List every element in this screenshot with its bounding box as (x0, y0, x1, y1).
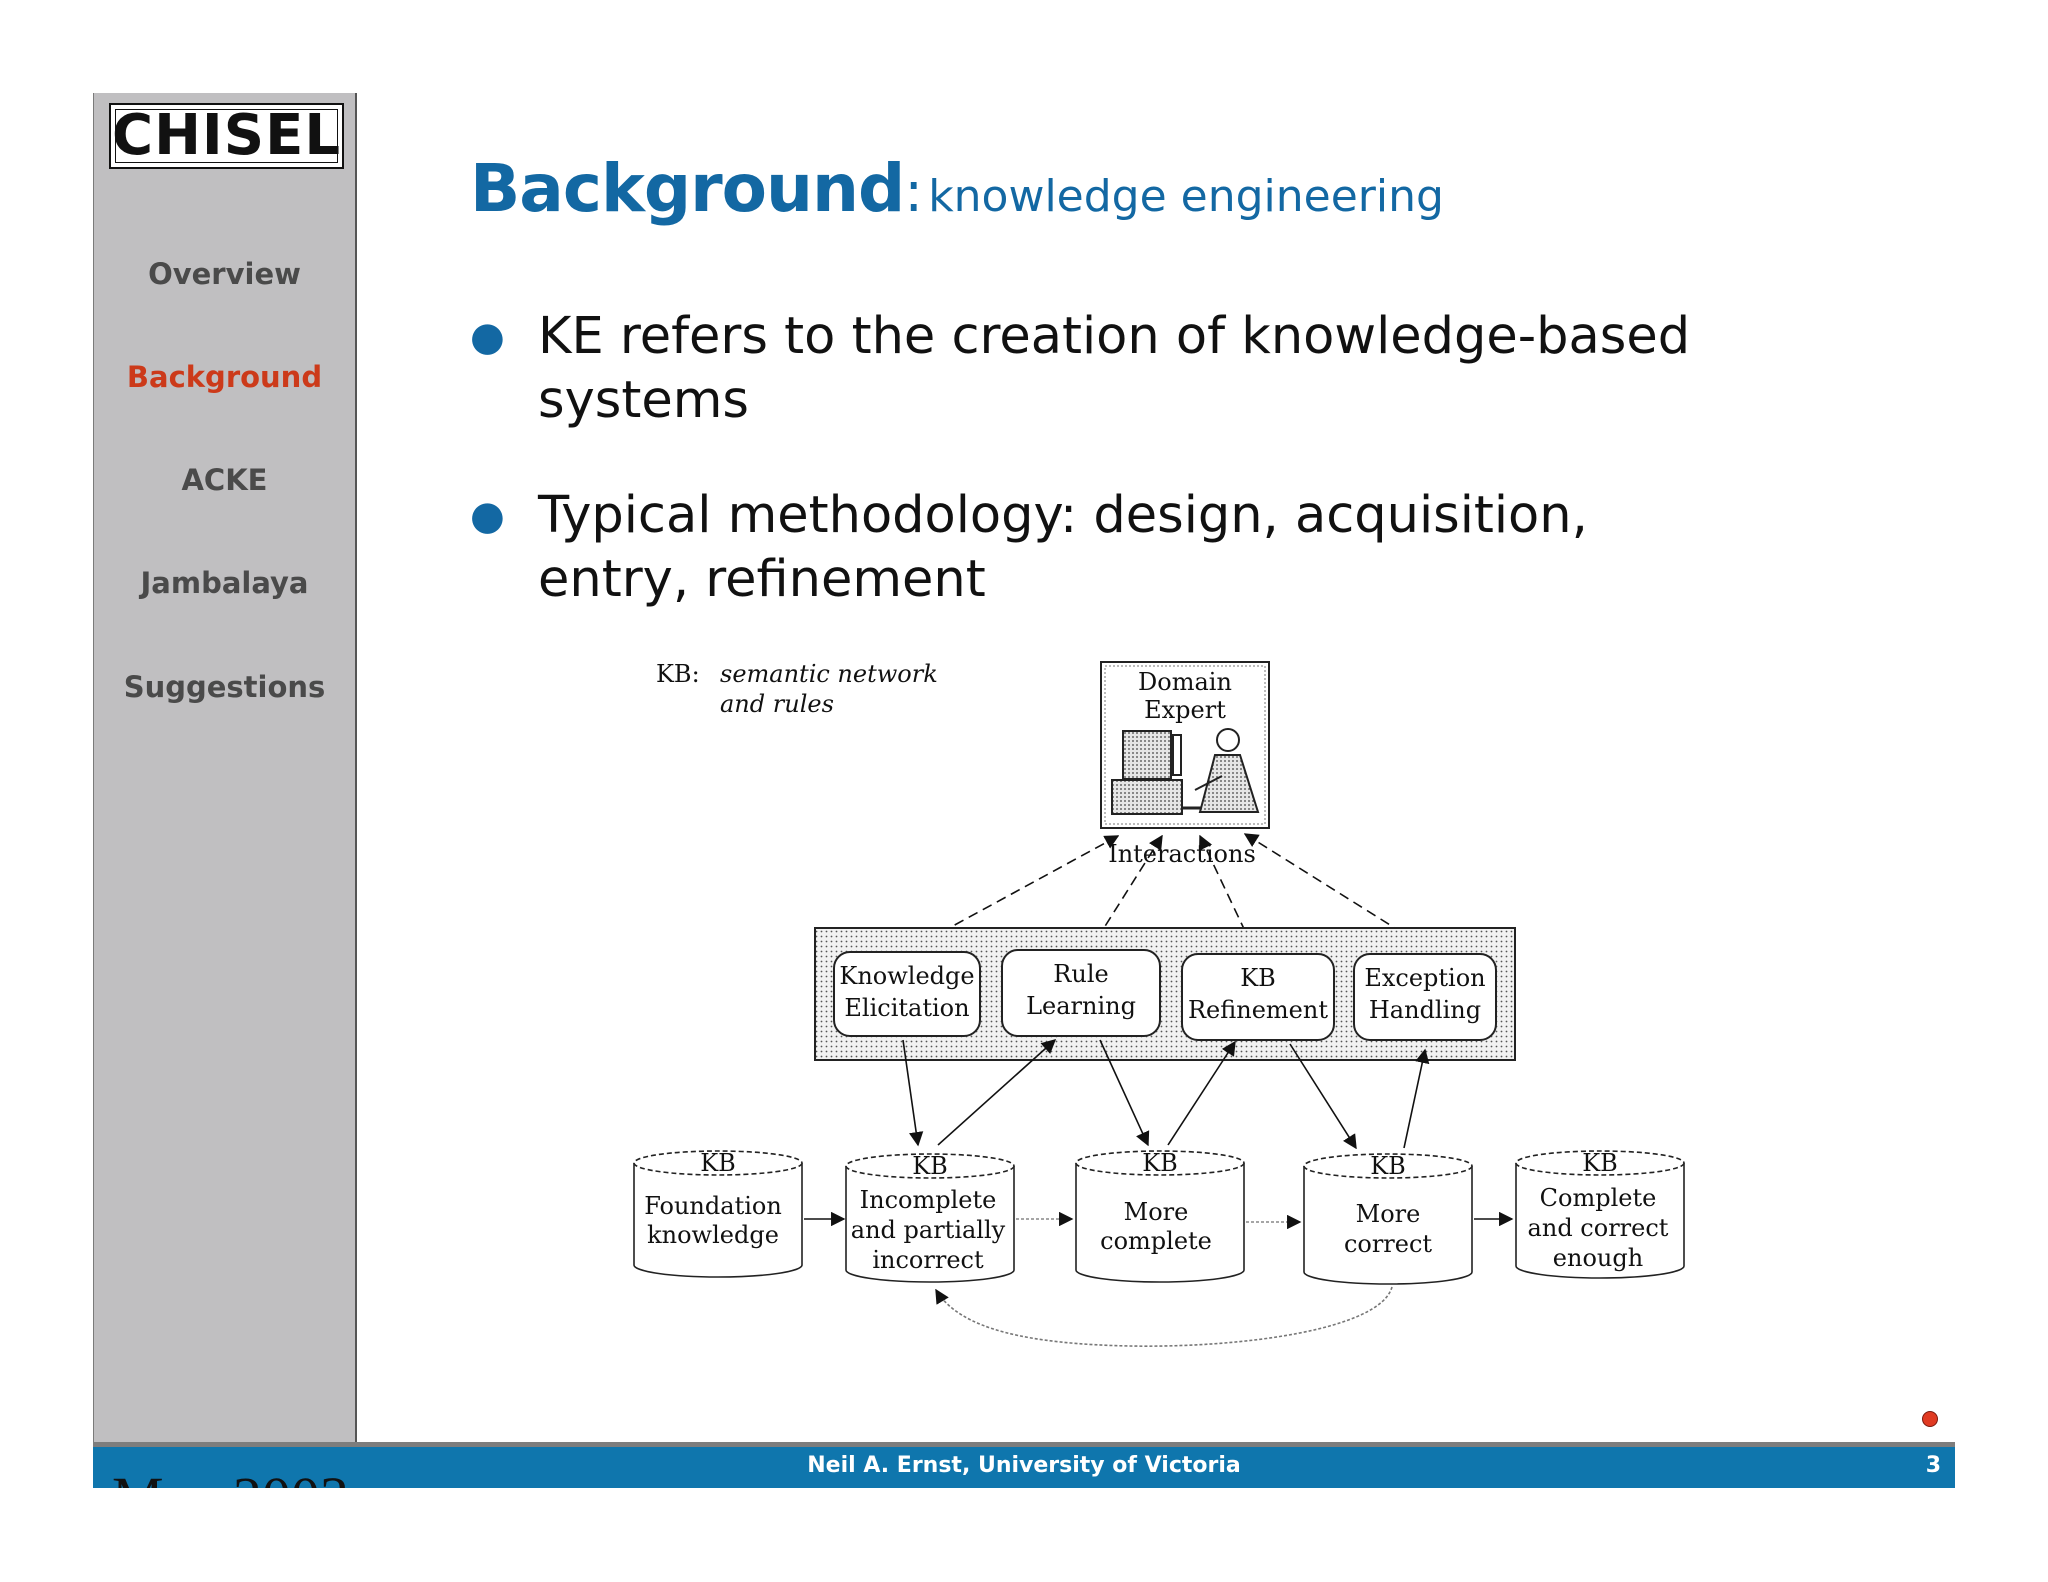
activity-knowledge-elicitation: Knowledge Elicitation (834, 952, 980, 1036)
kb-note-line2: and rules (720, 690, 834, 718)
nav-item-overview[interactable]: Overview (94, 257, 355, 291)
interactions-label: Interactions (1108, 840, 1256, 868)
activity-rule-learning: Rule Learning (1002, 950, 1160, 1036)
nav-item-jambalaya[interactable]: Jambalaya (94, 566, 355, 600)
kb-stage-line: incorrect (872, 1246, 984, 1274)
bullet-text: KE refers to the creation of knowledge-b… (538, 305, 1708, 433)
slide-footer: Neil A. Ernst, University of Victoria 3 (93, 1442, 1955, 1488)
kb-stage-head: KB (1582, 1149, 1618, 1177)
kb-stage-line: and correct (1528, 1214, 1669, 1242)
footer-date: May 2003 (112, 1468, 372, 1488)
activity-line1: Rule (1053, 960, 1108, 988)
bullet-text: Typical methodology: design, acquisition… (538, 484, 1708, 612)
nav-item-background[interactable]: Background (94, 360, 355, 394)
title-subtitle: knowledge engineering (928, 171, 1444, 222)
domain-expert-box: Domain Expert (1101, 662, 1269, 828)
kb-stage-foundation: KB Foundation knowledge (634, 1149, 802, 1277)
slide-title: Background: knowledge engineering (470, 150, 1444, 227)
kb-stage-more-correct: KB More correct (1304, 1152, 1472, 1284)
activity-line1: KB (1240, 964, 1276, 992)
activity-line1: Knowledge (839, 962, 974, 990)
activity-line1: Exception (1364, 964, 1485, 992)
kb-stage-line: More (1124, 1198, 1189, 1226)
sidebar: CHISEL Overview Background ACKE Jambalay… (93, 93, 357, 1443)
activity-exception-handling: Exception Handling (1354, 954, 1496, 1040)
kb-note-line1: semantic network (720, 660, 938, 688)
ke-process-diagram: KB: semantic network and rules Domain Ex… (600, 640, 1700, 1360)
bullet-dot-icon: ● (470, 484, 505, 548)
kb-note-label: KB: (656, 660, 700, 688)
nav-item-suggestions[interactable]: Suggestions (94, 670, 355, 704)
laser-pointer-marker (1922, 1411, 1938, 1427)
activity-line2: Refinement (1188, 996, 1328, 1024)
kb-stage-head: KB (700, 1149, 736, 1177)
kb-stage-head: KB (912, 1152, 948, 1180)
logo-text: CHISEL (112, 108, 341, 164)
nav-item-acke[interactable]: ACKE (94, 463, 355, 497)
kb-stage-complete-correct: KB Complete and correct enough (1516, 1149, 1684, 1278)
activity-line2: Learning (1026, 992, 1136, 1020)
activity-kb-refinement: KB Refinement (1182, 954, 1334, 1040)
kb-stages: KB Foundation knowledge KB Incomplete an… (634, 1149, 1684, 1284)
kb-stage-line: More (1356, 1200, 1421, 1228)
kb-stage-line: enough (1553, 1244, 1643, 1272)
activity-line2: Elicitation (844, 994, 969, 1022)
kb-stage-head: KB (1142, 1149, 1178, 1177)
kb-stage-line: complete (1100, 1227, 1212, 1255)
kb-stage-more-complete: KB More complete (1076, 1149, 1244, 1282)
page-number: 3 (1926, 1453, 1941, 1478)
bullet-dot-icon: ● (470, 305, 505, 369)
expert-line1: Domain (1138, 668, 1232, 696)
kb-stage-head: KB (1370, 1152, 1406, 1180)
footer-date-text: May 2003 (112, 1468, 349, 1488)
kb-stage-line: Foundation (644, 1192, 782, 1220)
kb-stage-incomplete: KB Incomplete and partially incorrect (846, 1152, 1014, 1282)
kb-stage-line: Incomplete (860, 1186, 997, 1214)
kb-note: KB: semantic network and rules (656, 660, 938, 718)
activity-line2: Handling (1369, 996, 1481, 1024)
chisel-logo: CHISEL (109, 103, 344, 169)
title-colon: : (904, 160, 923, 225)
kb-stage-line: correct (1344, 1230, 1432, 1258)
title-main: Background (470, 150, 904, 227)
kb-stage-line: knowledge (647, 1221, 779, 1249)
expert-line2: Expert (1144, 696, 1226, 724)
kb-stage-line: and partially (851, 1216, 1006, 1244)
kb-stage-line: Complete (1540, 1184, 1657, 1212)
footer-author: Neil A. Ernst, University of Victoria (93, 1453, 1955, 1478)
